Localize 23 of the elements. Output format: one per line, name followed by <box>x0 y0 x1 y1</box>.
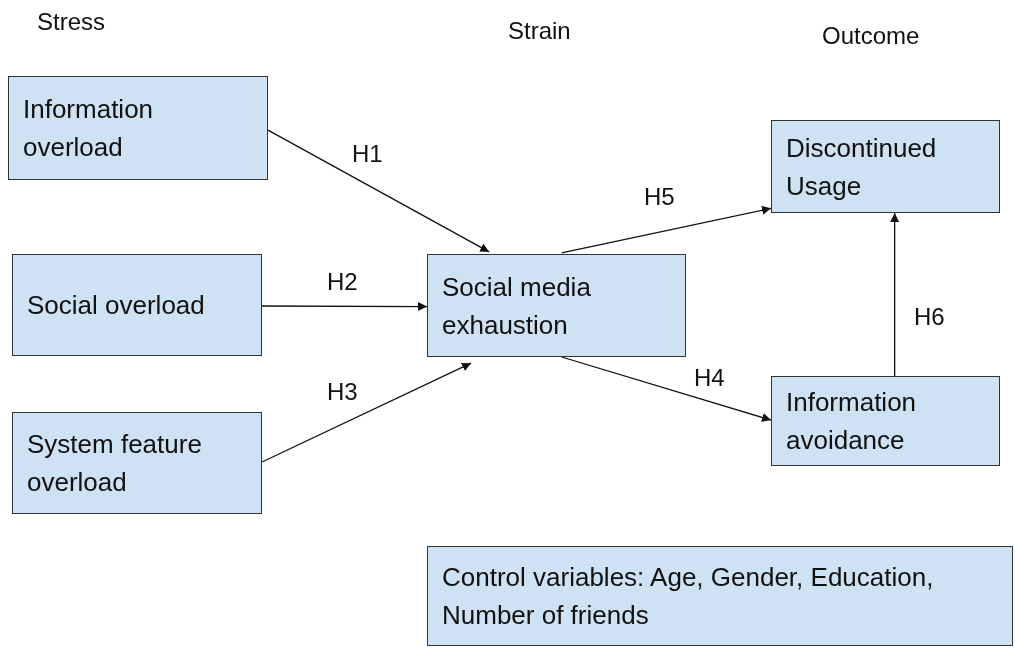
arrow <box>261 302 428 311</box>
column-heading: Stress <box>37 8 105 36</box>
node-text: System feature overload <box>27 428 203 499</box>
process-box <box>427 254 686 357</box>
node-text: Information avoidance <box>786 386 918 457</box>
process-box <box>8 76 268 180</box>
arrow <box>561 205 772 254</box>
column-heading: Outcome <box>822 22 920 50</box>
arrow <box>261 362 472 463</box>
arrow <box>561 356 772 422</box>
process-box <box>12 254 262 356</box>
node-text: Control variables: Age, Gender, Education, Number of friends <box>442 561 935 632</box>
arrow <box>267 129 490 253</box>
node-text: Information overload <box>23 93 155 164</box>
node-text: Social media exhaustion <box>442 270 592 342</box>
node-text: Social overload <box>27 289 205 322</box>
process-box <box>12 412 262 514</box>
process-box <box>771 120 1000 213</box>
node-text: Discontinued Usage <box>786 131 938 203</box>
process-box <box>771 376 1000 466</box>
arrow <box>890 212 900 377</box>
column-heading: Strain <box>508 17 571 45</box>
process-box <box>427 546 1013 646</box>
